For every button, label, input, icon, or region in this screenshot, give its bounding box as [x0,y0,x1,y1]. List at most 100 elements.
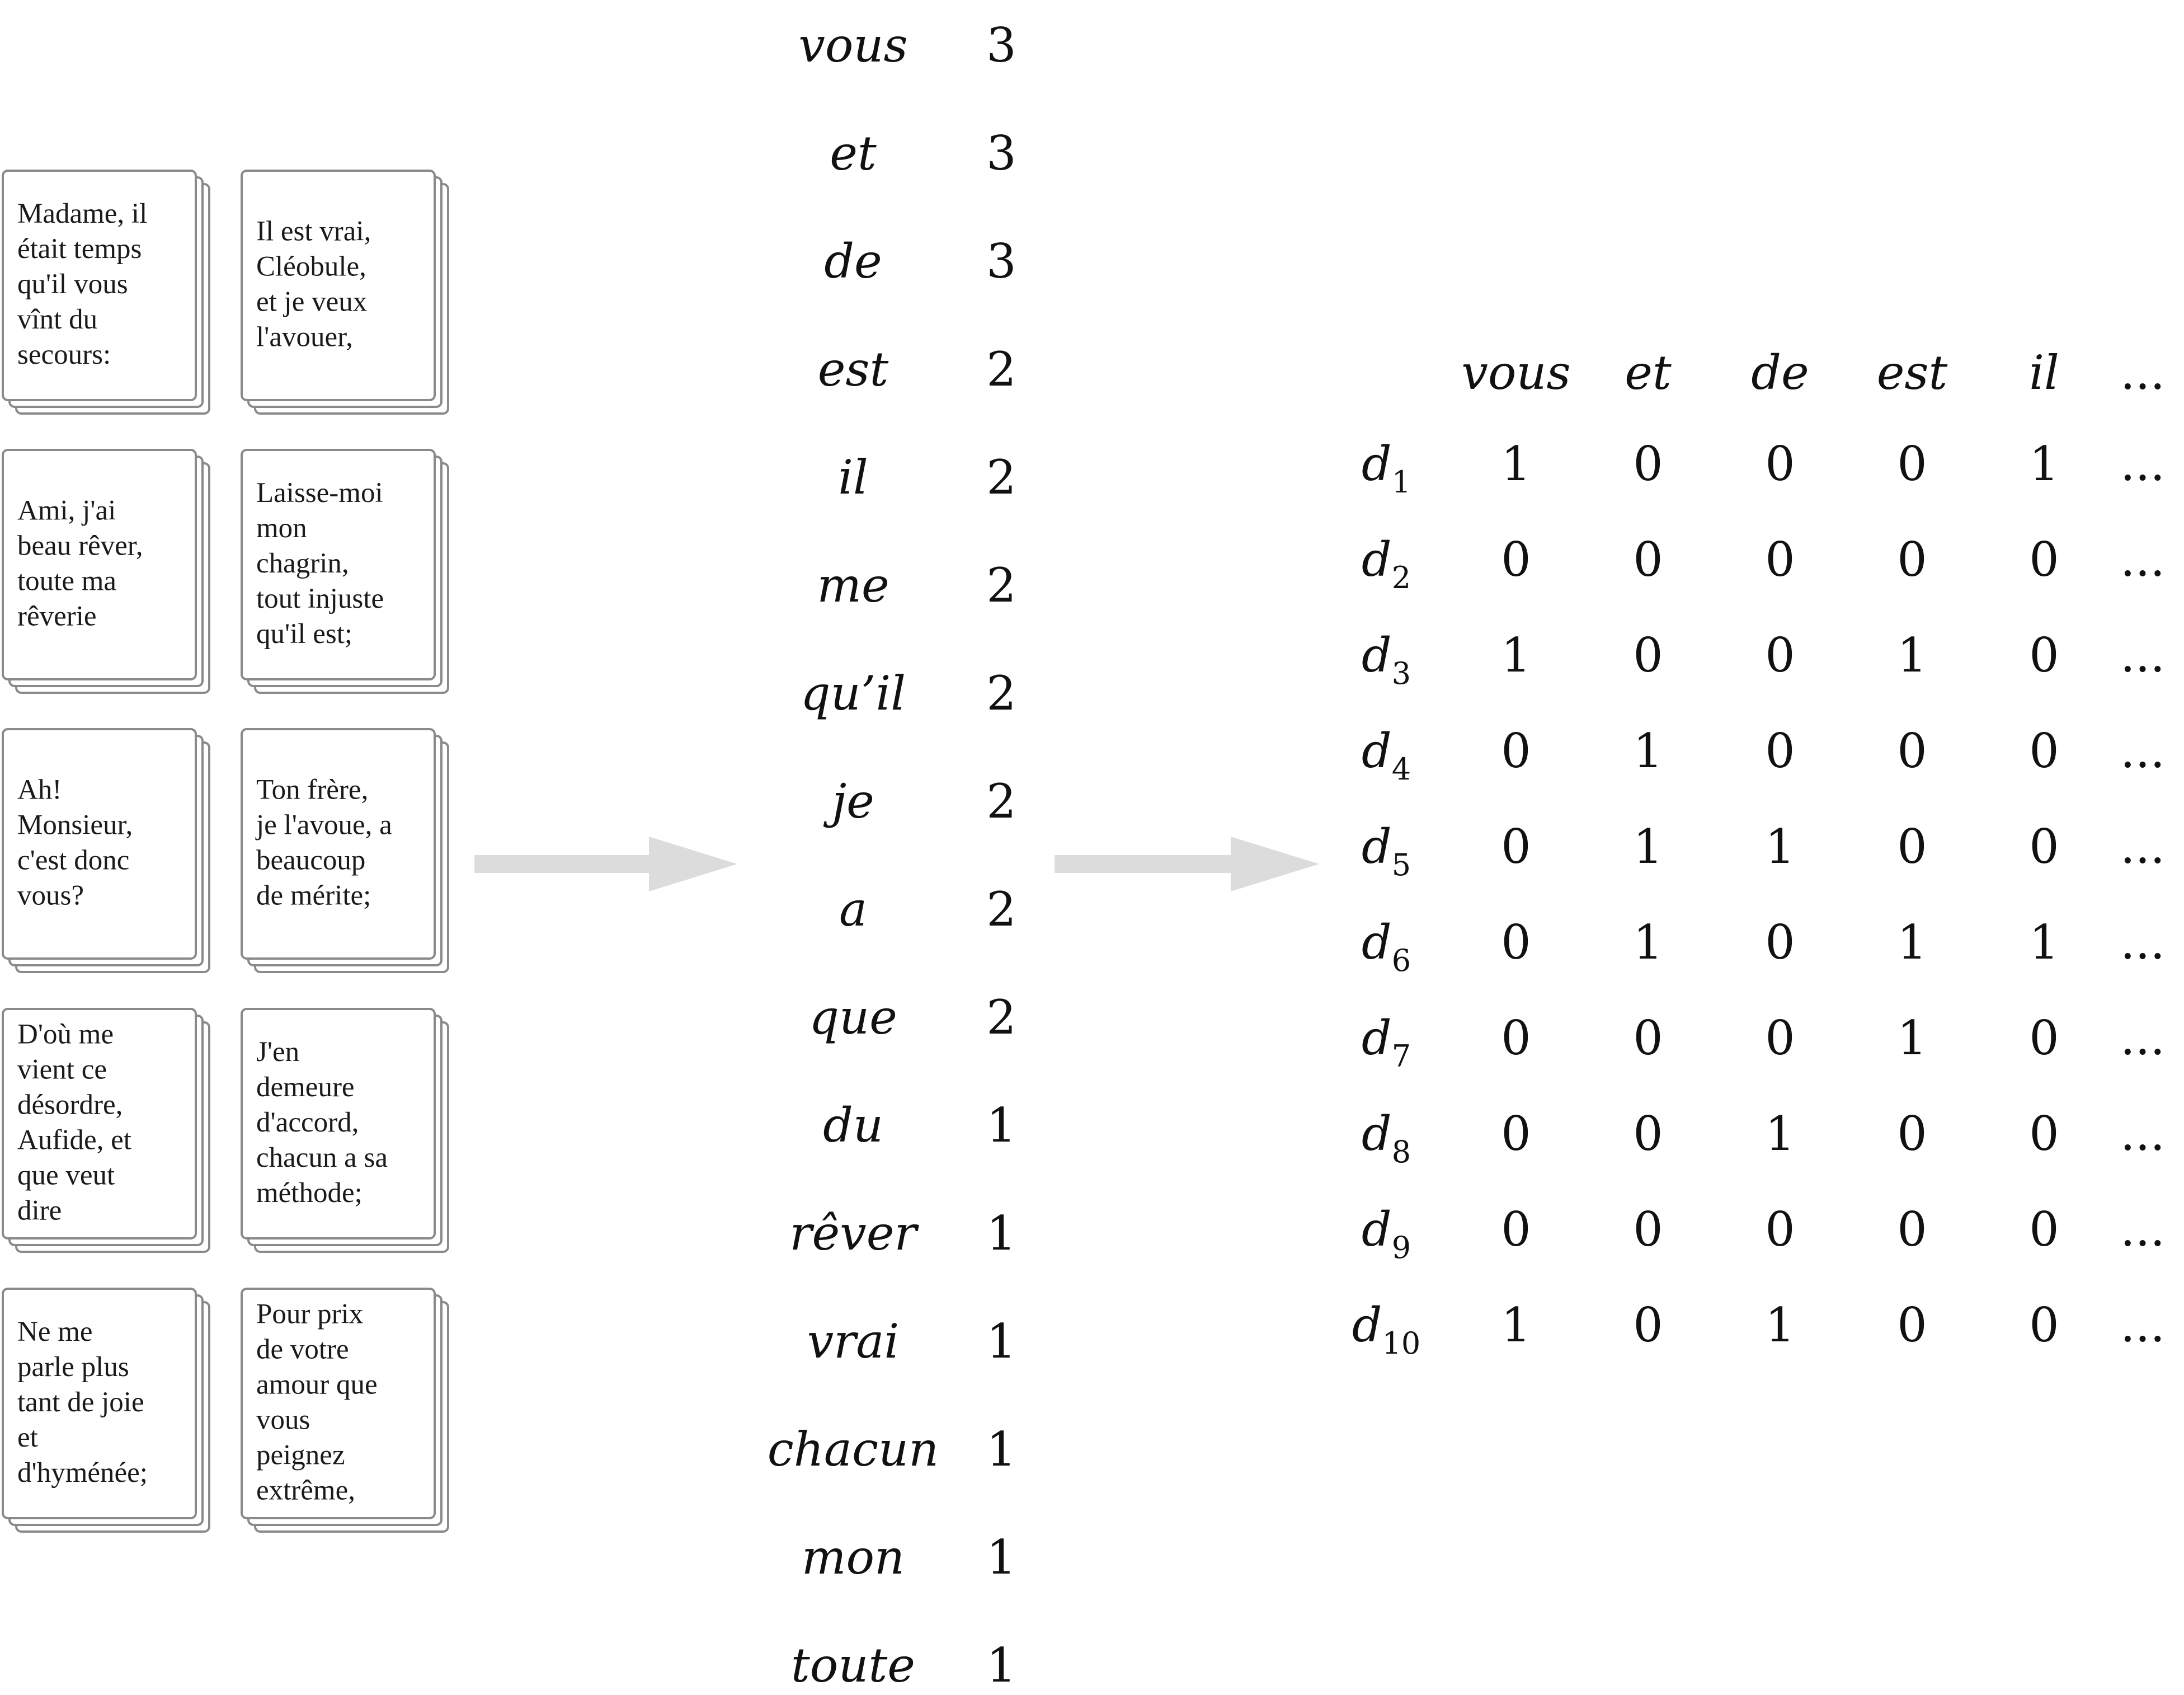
matrix-cell: 0 [1633,1298,1663,1353]
matrix-cell: 0 [1897,532,1927,587]
document-text-line: je l'avoue, a [255,810,392,841]
matrix-cell: 0 [1765,628,1795,683]
card-front [241,170,436,401]
matrix-cell: 1 [1897,628,1927,683]
matrix-cell: 0 [1501,724,1531,778]
document-text-line: Il est vrai, [256,216,371,247]
matrix-cell: 0 [1633,1202,1663,1257]
matrix-cell: 1 [2029,915,2059,970]
document-text-line: l'avouer, [256,322,353,353]
matrix-cell: 0 [1633,1106,1663,1161]
matrix-cell: 0 [1897,1106,1927,1161]
document-text-line: de votre [256,1334,349,1365]
row-label-index: 4 [1392,752,1411,787]
document-text-line: beau rêver, [17,530,143,562]
matrix-cell: 0 [1765,724,1795,778]
row-label-base: d [1362,724,1392,778]
matrix-cell: 0 [1501,915,1531,970]
document-text-line: vous [256,1405,310,1436]
vocabulary-word: est [818,342,889,397]
vocabulary-word: me [817,558,889,613]
matrix-cell: 0 [1765,915,1795,970]
matrix-cell: 0 [1897,436,1927,491]
matrix-row-label: d4 [1362,724,1411,787]
document-text-line: tant de joie [17,1387,144,1418]
arrow-vocabulary-to-matrix [1055,837,1319,891]
vocabulary-word: vrai [807,1314,900,1369]
document-text-line: Ami, j'ai [17,495,116,527]
document-text-line: D'où me [17,1019,114,1050]
matrix-row-label: d2 [1362,532,1411,595]
document-text-line: qu'il vous [17,269,128,300]
vocabulary-word: et [830,126,877,181]
document-text-line: vous? [17,880,84,912]
document-text-line: Madame, il [17,198,147,229]
vocabulary-word: toute [791,1638,915,1693]
matrix-row-label: d3 [1362,628,1411,691]
matrix-cell: 0 [2029,819,2059,874]
vocabulary-count: 1 [986,1314,1016,1369]
document-text-line: Ton frère, [256,774,368,806]
vocabulary-count: 1 [986,1422,1016,1477]
vocabulary-count: 1 [986,1098,1016,1153]
vocabulary-count: 2 [986,774,1016,829]
row-label-index: 7 [1392,1039,1411,1074]
document-text-line: beaucoup [256,845,365,876]
matrix-row-label: d7 [1362,1011,1411,1074]
matrix-cell: 1 [1501,1298,1531,1353]
matrix-row-label: d9 [1362,1202,1411,1265]
matrix-cell: 1 [1765,1298,1795,1353]
document-text-line: Laisse-moi [256,477,383,509]
arrow-docs-to-vocabulary [474,837,737,891]
vocabulary-count: 1 [986,1638,1016,1693]
vocabulary-word: que [809,990,897,1045]
matrix-column-header: et [1625,345,1672,400]
matrix-cell: 0 [1501,819,1531,874]
document-text-line: que veut [17,1160,115,1191]
matrix-cell: 0 [1897,1202,1927,1257]
document-text-line: chacun a sa [256,1142,388,1173]
document-text-line: désordre, [17,1090,123,1121]
row-label-base: d [1362,436,1392,491]
document-text-line: demeure [256,1072,355,1103]
document-text-line: J'en [256,1036,299,1068]
vocabulary-word: mon [802,1530,905,1585]
document-text-line: parle plus [17,1351,129,1383]
card-front [2,1288,197,1519]
card-front [241,449,436,680]
row-label-index: 9 [1392,1230,1411,1265]
document-text-line: amour que [256,1369,378,1401]
matrix-cell: 0 [1765,1011,1795,1065]
vocabulary-word: du [823,1098,883,1153]
document-text-line: rêverie [17,601,97,632]
card-front [241,1288,436,1519]
row-label-base: d [1362,915,1392,970]
document-text-line: et [17,1422,38,1453]
matrix-cell: 0 [1633,1011,1663,1065]
row-label-index: 8 [1392,1134,1411,1170]
matrix-row-label: d1 [1362,436,1411,500]
document-text-line: extrême, [256,1475,355,1506]
document-text-line: qu'il est; [256,618,352,650]
matrix-row-ellipsis: ... [2120,1202,2165,1257]
document-text-line: vient ce [17,1054,107,1086]
vocabulary-word: il [838,450,868,505]
matrix-cell: 1 [1897,915,1927,970]
row-label-base: d [1362,1202,1392,1257]
matrix-cell: 0 [1501,532,1531,587]
matrix-cell: 0 [1501,1202,1531,1257]
matrix-row-ellipsis: ... [2120,724,2165,778]
vocabulary-word: vous [798,18,907,73]
matrix-cell: 0 [2029,724,2059,778]
row-label-base: d [1362,1106,1392,1161]
vocabulary-word: qu’il [801,666,906,721]
document-text-line: secours: [17,339,111,370]
